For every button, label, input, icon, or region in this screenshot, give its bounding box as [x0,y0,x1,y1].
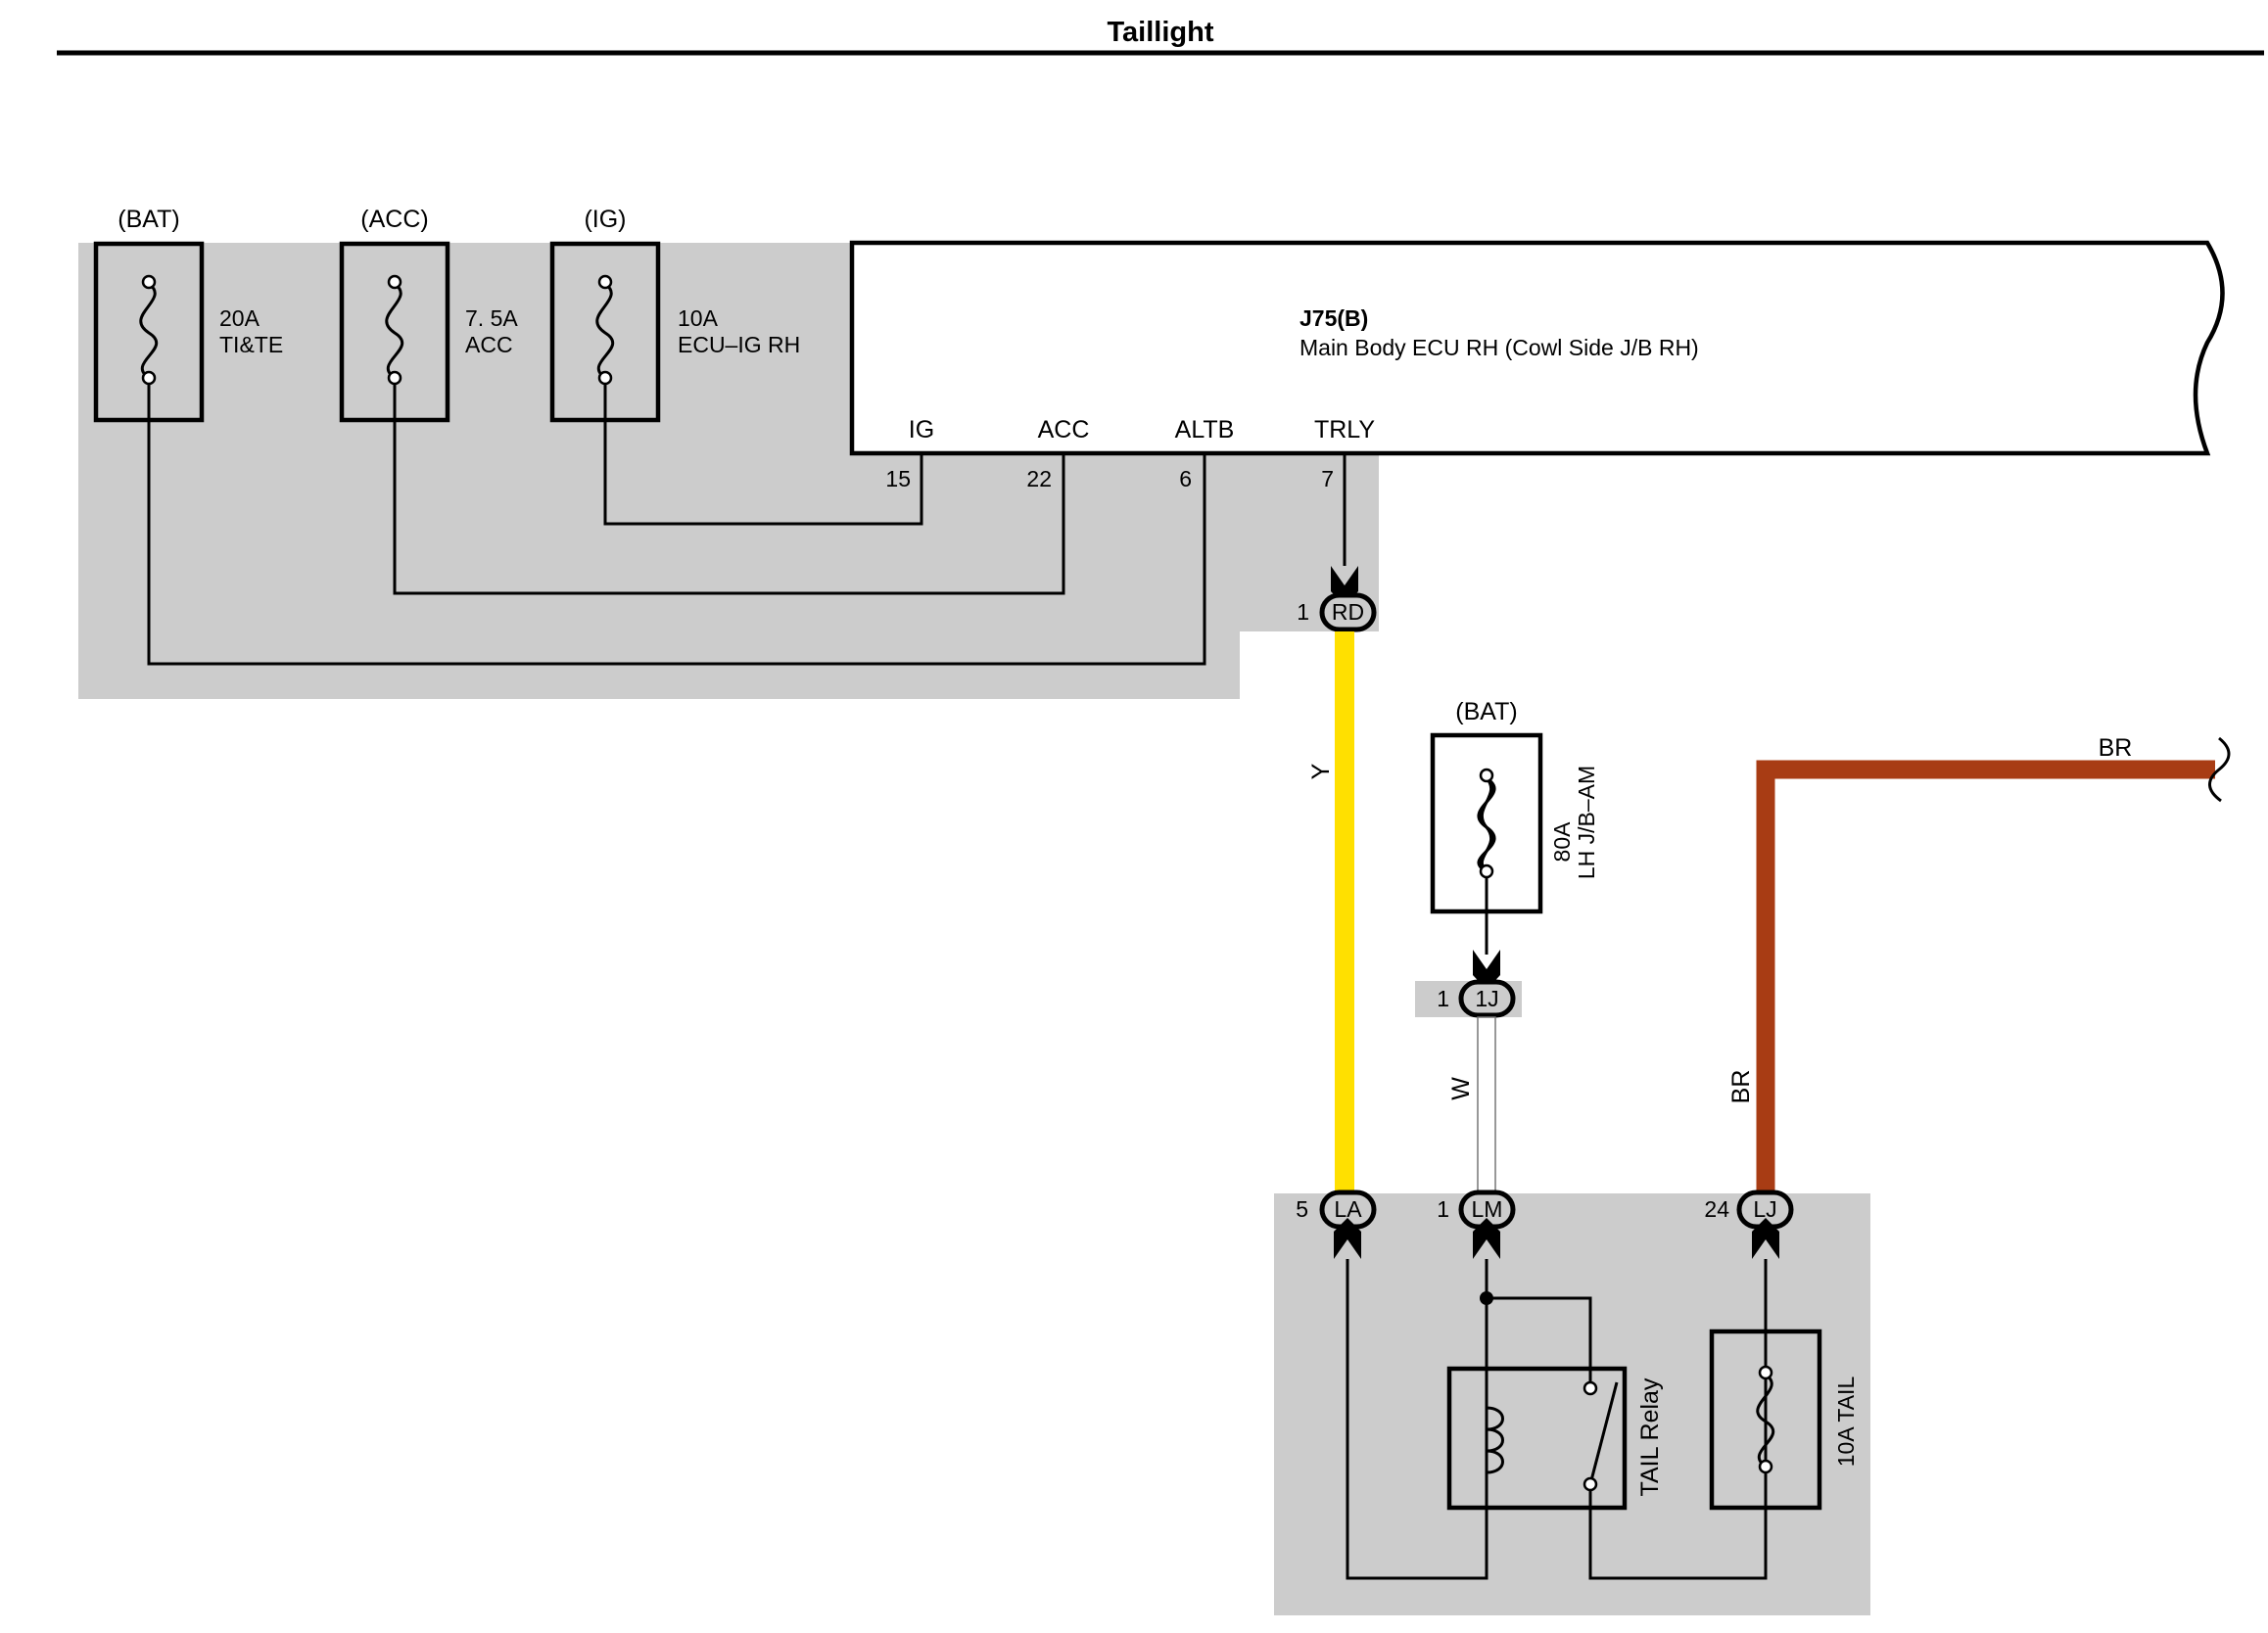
wire-yellow [1335,631,1354,1193]
tail-relay-label: TAIL Relay [1636,1377,1664,1496]
wire-relay-coil [1346,1259,1488,1580]
wire-relay-to-tail [1588,1259,1768,1580]
fuse-acc-source: (ACC) [360,206,428,233]
fuse-jb-am-amp: 80A [1549,821,1575,863]
arrow-lj-icon [1752,1218,1779,1259]
connector-la-id: LA [1334,1196,1362,1222]
fuse-jb-am-name: LH J/B–AM [1574,766,1599,879]
connector-rd-pin: 1 [1297,599,1309,625]
terminal-trly: TRLY [1314,416,1375,443]
fuse-ecu-ig-amp: 10A [678,305,719,331]
connector-rd: RD 1 [1297,592,1377,632]
junction-dot [1480,1291,1493,1305]
connector-lj-id: LJ [1753,1196,1776,1222]
fuse-acc-amp: 7. 5A [465,305,518,331]
fuse-tite: (BAT) 20A TI&TE [93,206,283,423]
wire-relay-switch-feed [1487,1296,1592,1388]
main-body-ecu [849,240,2225,456]
lower-junction-block [1274,1193,1870,1615]
wire-ecu-ig [603,384,923,526]
relay-coil-icon [1486,1406,1504,1474]
wire-altb [147,384,1206,666]
wire-brown-label: BR [1727,1070,1755,1104]
pin-altb: 6 [1179,466,1192,491]
pin-ig: 15 [885,466,911,491]
fuse-ecu-ig-name: ECU–IG RH [678,332,800,357]
wire-brown [1756,760,2215,1193]
connector-1j-id: 1J [1475,986,1498,1011]
wire-yellow-label: Y [1307,763,1335,779]
wire-white [1477,1016,1496,1194]
fuse-ecu-ig-source: (IG) [584,206,626,233]
connector-la-pin: 5 [1296,1196,1308,1222]
wire-white-label: W [1447,1077,1475,1100]
pin-trly: 7 [1321,466,1334,491]
fuse-ecu-ig-symbol-icon [595,282,615,380]
fuse-tail-symbol-icon [1756,1373,1775,1469]
fuse-acc-name: ACC [465,332,513,357]
ecu-code: J75(B) [1299,305,1368,331]
wire-break-icon [2208,736,2231,803]
pin-acc: 22 [1026,466,1052,491]
ecu-name: Main Body ECU RH (Cowl Side J/B RH) [1299,335,1699,360]
terminal-ig: IG [909,416,934,443]
arrow-lm-icon [1473,1218,1500,1259]
connector-lm: LM 1 [1437,1190,1516,1230]
upper-junction-block [78,243,1379,699]
fuse-jb-am: (BAT) 80A LH J/B–AM [1430,698,1599,914]
page-title: Taillight [1107,17,1213,48]
fuse-acc-symbol-icon [385,282,404,380]
fuse-tail: 10A TAIL [1709,1329,1859,1511]
arrow-la-icon [1334,1218,1361,1259]
connector-la: LA 5 [1296,1190,1377,1230]
fuse-tite-symbol-icon [139,282,159,380]
fuse-tail-label: 10A TAIL [1833,1376,1859,1468]
wire-brown-out-label: BR [2099,734,2133,762]
fuse-tite-source: (BAT) [118,206,179,233]
connector-1j-pin: 1 [1437,986,1449,1011]
connector-lj: LJ 24 [1704,1190,1794,1230]
connector-lj-pin: 24 [1704,1196,1729,1222]
connector-rd-id: RD [1332,599,1364,625]
tail-relay: TAIL Relay [1446,1366,1664,1511]
fuse-ecu-ig: (IG) 10A ECU–IG RH [549,206,800,423]
connector-1j: 1J 1 [1437,979,1516,1018]
fuse-tite-amp: 20A [219,305,260,331]
relay-switch-icon [1588,1381,1619,1485]
terminal-acc: ACC [1038,416,1090,443]
fuse-tite-name: TI&TE [219,332,283,357]
fuse-jb-am-source: (BAT) [1455,698,1517,725]
terminal-altb: ALTB [1175,416,1235,443]
connector-lm-pin: 1 [1437,1196,1449,1222]
connector-lm-id: LM [1472,1196,1503,1222]
wire-acc [393,384,1065,595]
